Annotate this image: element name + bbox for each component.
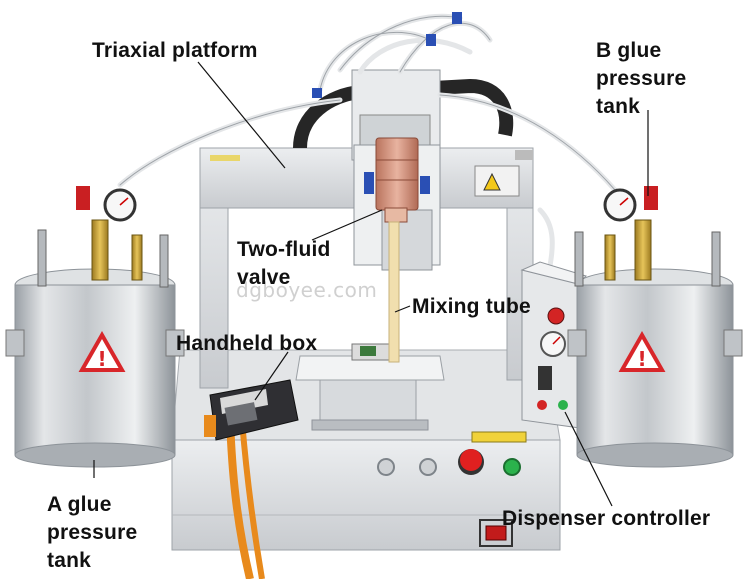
- label-two-fluid-line2: valve: [237, 266, 291, 289]
- leader-handheld-box: [254, 351, 289, 401]
- label-b-tank-line2: pressure: [596, 67, 687, 90]
- svg-text:!: !: [97, 347, 106, 371]
- label-b-tank-line3: tank: [596, 95, 640, 118]
- label-a-tank-line1: A glue: [47, 493, 112, 516]
- watermark-text: dgboyee.com: [236, 278, 378, 302]
- label-triaxial-platform: Triaxial platform: [92, 39, 258, 62]
- svg-text:!: !: [637, 347, 646, 371]
- leader-lines: [93, 61, 649, 507]
- label-b-tank-line1: B glue: [596, 39, 662, 62]
- emergency-stop-icon: [458, 449, 484, 475]
- handheld-box: [204, 379, 299, 579]
- label-mixing-tube: Mixing tube: [412, 295, 531, 318]
- mixing-tube: [388, 221, 400, 363]
- two-fluid-valve: [364, 137, 430, 223]
- label-two-fluid-line1: Two-fluid: [237, 238, 331, 261]
- label-a-tank-line3: tank: [47, 549, 91, 572]
- warning-triangle-icon: !: [618, 330, 666, 372]
- label-handheld-box: Handheld box: [176, 332, 318, 355]
- triaxial-gantry: [199, 69, 534, 389]
- dispenser-controller: [520, 261, 587, 429]
- pressure-gauge-icon: [540, 331, 566, 357]
- label-a-tank-line2: pressure: [47, 521, 138, 544]
- warning-triangle-icon: !: [78, 330, 126, 372]
- a-glue-pressure-tank: !: [5, 186, 185, 468]
- leader-two-fluid-valve: [311, 209, 383, 241]
- leader-mixing-tube: [394, 305, 411, 313]
- leader-triaxial-platform: [197, 61, 286, 169]
- leader-dispenser-controller: [564, 411, 613, 507]
- label-dispenser-controller: Dispenser controller: [502, 507, 711, 530]
- b-glue-pressure-tank: !: [567, 186, 743, 468]
